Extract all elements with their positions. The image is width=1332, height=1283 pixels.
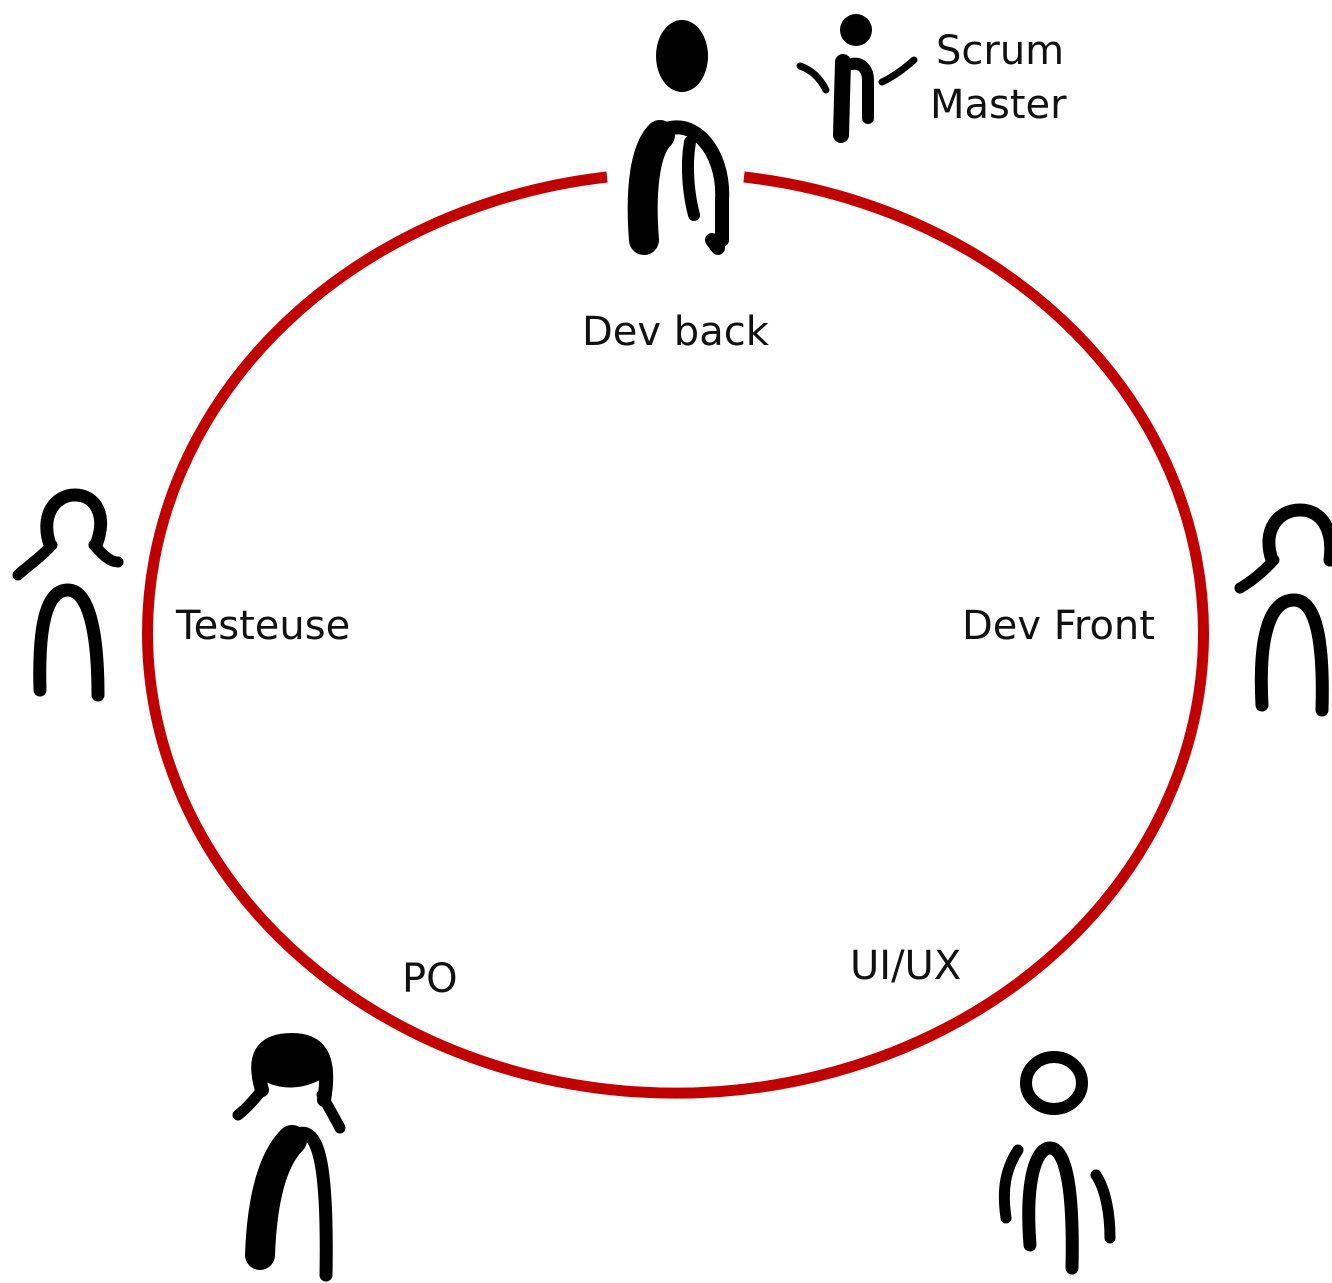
scrum-master-figure-icon — [796, 14, 918, 143]
dev-back-figure-icon — [627, 20, 730, 255]
scrum-master-label-line1: Scrum — [936, 28, 1065, 74]
scrum-master-label-line2: Master — [930, 82, 1067, 128]
ui-ux-label: UI/UX — [850, 943, 962, 989]
po-figure-icon — [232, 1033, 346, 1282]
testeuse-label: Testeuse — [176, 603, 351, 649]
dev-front-figure-icon — [1234, 503, 1332, 717]
dev-front-label: Dev Front — [962, 603, 1155, 649]
testeuse-figure-icon — [12, 488, 124, 702]
po-label: PO — [402, 956, 458, 1002]
team-circle — [142, 171, 1209, 1099]
scrum-master-label: Scrum Master — [930, 24, 1067, 132]
ui-ux-figure-icon — [998, 1051, 1116, 1275]
dev-back-label: Dev back — [582, 309, 769, 355]
